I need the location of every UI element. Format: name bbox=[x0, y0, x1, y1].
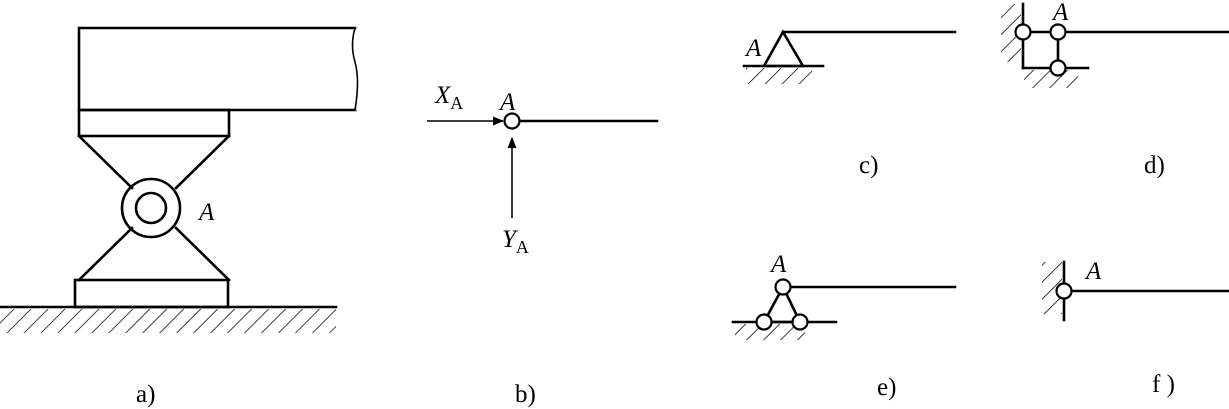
pin-inner bbox=[134, 191, 168, 225]
upper-taper bbox=[77, 134, 231, 190]
caption-d: d) bbox=[1144, 152, 1165, 179]
pin-joint bbox=[1049, 59, 1067, 77]
beam-break-line bbox=[351, 27, 359, 111]
panel-f-wall-pin-support: A f ) bbox=[1042, 258, 1229, 398]
panel-a-hinge-support: A a) bbox=[0, 26, 359, 408]
beam-body bbox=[77, 26, 357, 112]
caption-e: e) bbox=[877, 374, 896, 401]
panel-b-reaction-forces: XA A YA b) bbox=[427, 82, 659, 408]
force-y-label: YA bbox=[502, 226, 529, 257]
point-label-d: A bbox=[1051, 0, 1069, 26]
pin-joint bbox=[1014, 23, 1032, 41]
pin-joint bbox=[1049, 23, 1067, 41]
upper-bearing-block bbox=[77, 108, 231, 138]
wall-hatch bbox=[1001, 4, 1021, 62]
caption-c: c) bbox=[859, 152, 878, 179]
pin-outer-ring bbox=[120, 177, 182, 239]
point-label-b: A bbox=[498, 89, 516, 116]
ground-hatch bbox=[735, 324, 805, 340]
caption-b: b) bbox=[515, 381, 536, 408]
pin-joint bbox=[503, 112, 521, 130]
lower-taper bbox=[77, 226, 231, 282]
pin-joint bbox=[791, 313, 809, 331]
wall-hatch bbox=[1042, 262, 1062, 314]
pin-joint bbox=[774, 278, 792, 296]
lower-bearing-block bbox=[73, 278, 230, 309]
panel-d-two-link-support: A d) bbox=[1001, 0, 1229, 179]
panel-c-triangle-support: A c) bbox=[742, 29, 957, 179]
point-label-c: A bbox=[744, 35, 762, 62]
pin-joint bbox=[1055, 282, 1073, 300]
ground-hatch bbox=[1024, 70, 1078, 88]
pin-joint bbox=[755, 313, 773, 331]
support-triangle bbox=[761, 29, 806, 68]
point-label-a: A bbox=[197, 199, 215, 226]
ground-hatch bbox=[746, 68, 812, 84]
caption-a: a) bbox=[136, 381, 155, 408]
caption-f: f ) bbox=[1152, 371, 1175, 398]
point-label-e: A bbox=[769, 251, 787, 278]
panel-e-link-triangle-support: A e) bbox=[731, 251, 957, 401]
point-label-f: A bbox=[1084, 258, 1102, 285]
force-x-label: XA bbox=[434, 82, 463, 113]
ground-hatch bbox=[0, 309, 336, 333]
